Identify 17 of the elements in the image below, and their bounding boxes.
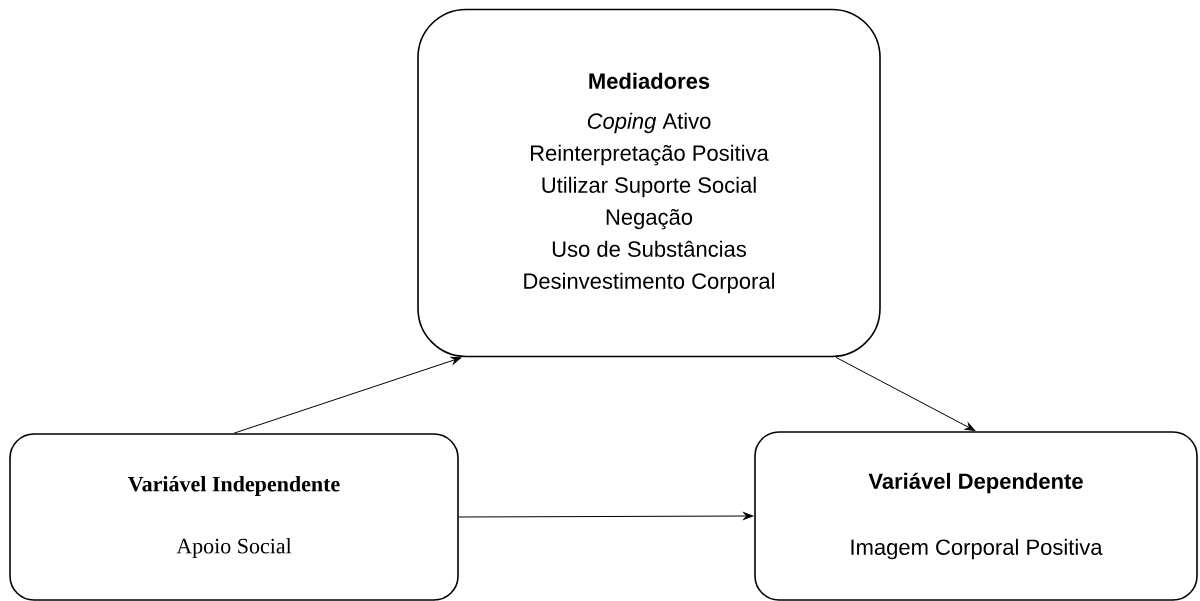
body-text: Reinterpretação Positiva xyxy=(530,144,769,166)
body-text: Negação xyxy=(606,208,693,230)
heading: Variável Independente xyxy=(128,476,340,496)
body-text: Utilizar Suporte Social xyxy=(542,176,756,198)
body-text: Apoio Social xyxy=(176,538,292,558)
body-text: Desinvestimento Corporal xyxy=(524,272,775,294)
rounded-box xyxy=(9,433,459,601)
arrow xyxy=(233,356,462,434)
body-text: Uso de Substâncias xyxy=(552,240,746,257)
rounded-box xyxy=(754,431,1198,601)
rounded-box xyxy=(417,8,881,358)
body-text: Imagem Corporal Positiva xyxy=(851,538,1103,560)
heading: Mediadores xyxy=(589,72,710,89)
arrow xyxy=(458,512,754,520)
arrow xyxy=(835,356,976,432)
body-text: Coping Ativo xyxy=(587,112,711,134)
heading: Variável Dependente xyxy=(868,472,1083,494)
